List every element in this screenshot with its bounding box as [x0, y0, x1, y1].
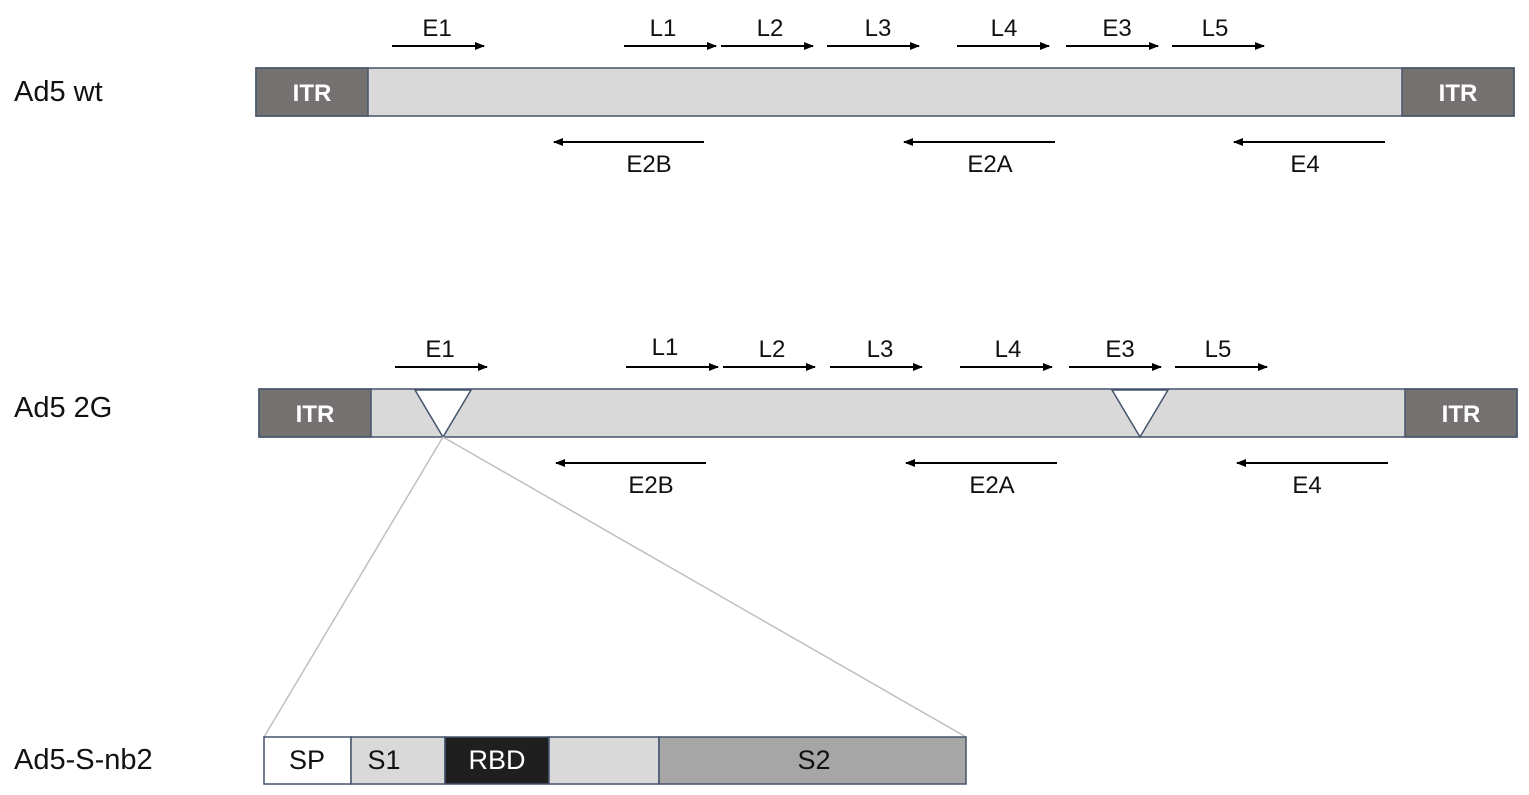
gene-label: L5: [1202, 15, 1229, 42]
gene-label: E3: [1105, 336, 1134, 363]
forward-genes: E1 L1 L2 L3 L4 E3 L5: [395, 334, 1268, 371]
reverse-genes: E2B E2A E4: [553, 138, 1385, 178]
itr-left-label: ITR: [296, 401, 335, 428]
gene-label: E2A: [969, 472, 1014, 499]
zoom-line-right: [442, 436, 967, 738]
itr-right-block: [1404, 388, 1518, 438]
gene-label: L4: [995, 336, 1022, 363]
gene-label: E1: [422, 15, 451, 42]
gene-label: L3: [867, 336, 894, 363]
gene-label: E2A: [967, 151, 1012, 178]
deletion-triangle-e3: [1110, 389, 1170, 439]
segment-s1: [350, 736, 446, 785]
segment-label-sp: SP: [289, 745, 325, 775]
forward-genes: E1 L1 L2 L3 L4 E3 L5: [392, 15, 1265, 50]
row-label-ad5-2g: Ad5 2G: [14, 392, 112, 424]
row-label-ad5-wt: Ad5 wt: [14, 76, 103, 108]
row-ad5-wt: Ad5 wt ITR ITR E1 L1 L2 L3 L4 E3 L5 E2B: [14, 15, 1515, 178]
gene-label: E3: [1102, 15, 1131, 42]
itr-right-block: [1401, 67, 1515, 117]
insert-construct: Ad5-S-nb2 SP S1 RBD S2: [14, 736, 967, 785]
row-ad5-2g: Ad5 2G ITR ITR E1 L1 L2 L3 L4 E3 L5: [14, 334, 1518, 499]
zoom-lines: [263, 436, 967, 738]
itr-left-block: [255, 67, 369, 117]
deletion-triangle-e1: [413, 389, 473, 439]
segment-rbd: [444, 736, 550, 785]
segment-label-rbd: RBD: [468, 745, 525, 775]
gene-label: L2: [757, 15, 784, 42]
itr-left-label: ITR: [293, 80, 332, 107]
gene-label: L3: [865, 15, 892, 42]
reverse-genes: E2B E2A E4: [555, 459, 1388, 499]
segment-s1-remainder: [548, 736, 660, 785]
itr-right-label: ITR: [1439, 80, 1478, 107]
genome-bar: [255, 67, 1515, 117]
segment-label-s2: S2: [797, 745, 830, 775]
gene-label: E2B: [626, 151, 671, 178]
zoom-line-left: [263, 436, 444, 738]
gene-label: E4: [1290, 151, 1319, 178]
segment-label-s1: S1: [367, 745, 400, 775]
gene-label: L2: [759, 336, 786, 363]
segment-s2: [658, 736, 967, 785]
gene-label: L1: [650, 15, 677, 42]
segment-sp: [263, 736, 352, 785]
gene-label: E2B: [628, 472, 673, 499]
gene-label: L5: [1205, 336, 1232, 363]
itr-right-label: ITR: [1442, 401, 1481, 428]
gene-label: E1: [425, 336, 454, 363]
gene-label: L1: [652, 334, 679, 361]
gene-label: E4: [1292, 472, 1321, 499]
row-label-insert: Ad5-S-nb2: [14, 744, 153, 776]
itr-left-block: [258, 388, 372, 438]
gene-label: L4: [991, 15, 1018, 42]
